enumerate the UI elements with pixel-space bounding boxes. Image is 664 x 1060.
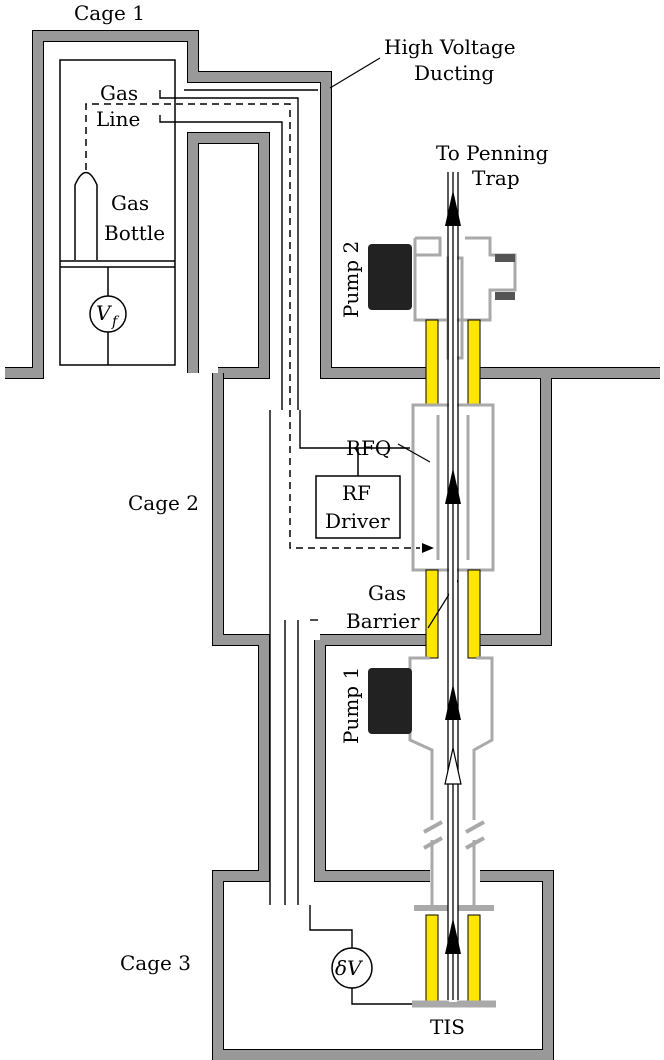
beam-arrow-pump1 [445,684,461,720]
electrode-lower-left [425,914,439,1004]
hv-ducting-label-2: Ducting [414,61,494,85]
cage2-label: Cage 2 [128,491,199,515]
cage2-right-wall [480,367,660,646]
tis-label: TIS [430,1015,465,1039]
pump1-chamber [408,656,494,911]
cage1-inner-wall [187,132,270,379]
vf-subscript: f [111,314,120,330]
dv-meter [331,947,373,989]
hv-ducting-label-1: High Voltage [384,35,516,59]
dv-label: δV [335,956,364,980]
to-penning-label-1: To Penning [436,141,549,165]
vf-label: V [96,301,113,325]
electrode-mid-right [467,569,481,659]
cage1-label: Cage 1 [74,1,145,25]
pump2-label: Pump 2 [339,241,363,318]
rf-driver-label-1: RF [342,481,371,505]
gas-line-arrow [422,543,434,553]
pump2-body [368,244,412,310]
pump1-label: Pump 1 [339,667,363,744]
gas-bottle-label-2: Bottle [104,221,165,245]
high-voltage-ducting [159,89,410,905]
electrode-upper-right [467,319,481,406]
beam-arrow-rfq [445,468,461,504]
gas-bottle-label-1: Gas [111,191,149,215]
cage-walls [5,30,660,1060]
gas-bottle-enclosure [59,59,176,366]
gas-line-label-2: Line [96,107,140,131]
rfq-label: RFQ [346,436,391,460]
cage3-label: Cage 3 [120,951,191,975]
gas-line [85,103,420,549]
rf-driver-label-2: Driver [325,509,390,533]
vf-meter [89,295,127,333]
electrode-lower-right [467,914,481,1004]
to-penning-label-2: Trap [472,166,520,190]
electrode-mid-left [425,569,439,659]
beam-arrow-open [444,747,462,785]
gas-barrier-label-2: Barrier [346,609,420,633]
beam-arrow-tis [445,918,461,954]
gas-barrier-label-1: Gas [368,581,406,605]
rf-driver-box [315,475,401,539]
electrode-upper-left [425,319,439,406]
beam-arrow-top [445,190,461,226]
gas-line-label-1: Gas [100,81,138,105]
gas-bottle [60,171,175,365]
pump1-body [368,668,412,734]
cage1-wall [5,30,426,379]
